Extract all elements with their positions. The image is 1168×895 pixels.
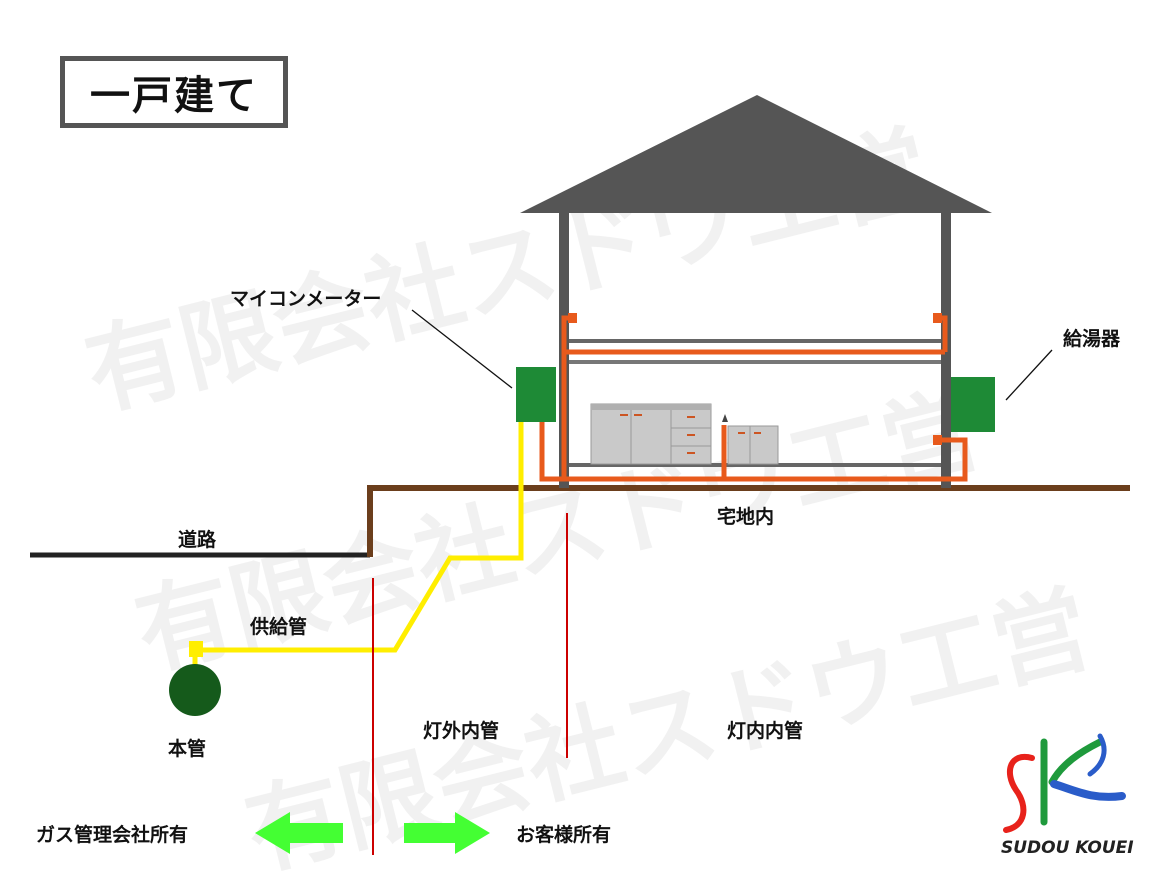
label-indoor-pipe: 灯内内管 bbox=[727, 720, 804, 742]
meter-callout-line bbox=[411, 309, 513, 389]
water-heater bbox=[951, 377, 995, 432]
house-floor-upper bbox=[569, 339, 941, 343]
gas-outlet-lower-right bbox=[933, 435, 942, 445]
kitchen-cabinet bbox=[590, 403, 779, 465]
supply-pipe-tap bbox=[189, 641, 203, 657]
gas-outlet-upper-right bbox=[933, 313, 942, 323]
arrow-left-gas-company bbox=[255, 812, 343, 854]
ground-surface bbox=[367, 485, 1130, 557]
title-box: 一戸建て bbox=[60, 56, 288, 128]
label-road: 道路 bbox=[178, 529, 217, 551]
house-roof bbox=[520, 95, 992, 213]
supply-pipe bbox=[192, 422, 524, 668]
label-outdoor-pipe: 灯外内管 bbox=[423, 720, 500, 742]
label-water-heater: 給湯器 bbox=[1063, 328, 1121, 350]
arrow-right-customer bbox=[404, 812, 490, 854]
label-premises: 宅地内 bbox=[717, 506, 775, 528]
label-main-pipe: 本管 bbox=[168, 738, 207, 760]
label-supply-pipe: 供給管 bbox=[250, 616, 308, 638]
diagram-canvas: 有限会社スドウ工営 有限会社スドウ工営 有限会社スドウ工営 bbox=[30, 56, 1134, 890]
sudou-kouei-logo-icon bbox=[1003, 733, 1126, 833]
house-floor-lower bbox=[569, 463, 941, 467]
microcomputer-meter bbox=[516, 367, 556, 422]
label-customer-owned: お客様所有 bbox=[516, 824, 612, 846]
logo-text: SUDOU KOUEI bbox=[1001, 838, 1134, 858]
label-meter: マイコンメーター bbox=[230, 288, 382, 310]
label-gas-company-owned: ガス管理会社所有 bbox=[36, 824, 189, 846]
heater-callout-line bbox=[1005, 349, 1053, 401]
main-pipe bbox=[169, 664, 221, 716]
house-floor-upper-under bbox=[569, 360, 941, 364]
page-title: 一戸建て bbox=[90, 73, 258, 119]
gas-piping-diagram bbox=[30, 95, 1130, 855]
gas-outlet-upper-left bbox=[568, 313, 577, 323]
